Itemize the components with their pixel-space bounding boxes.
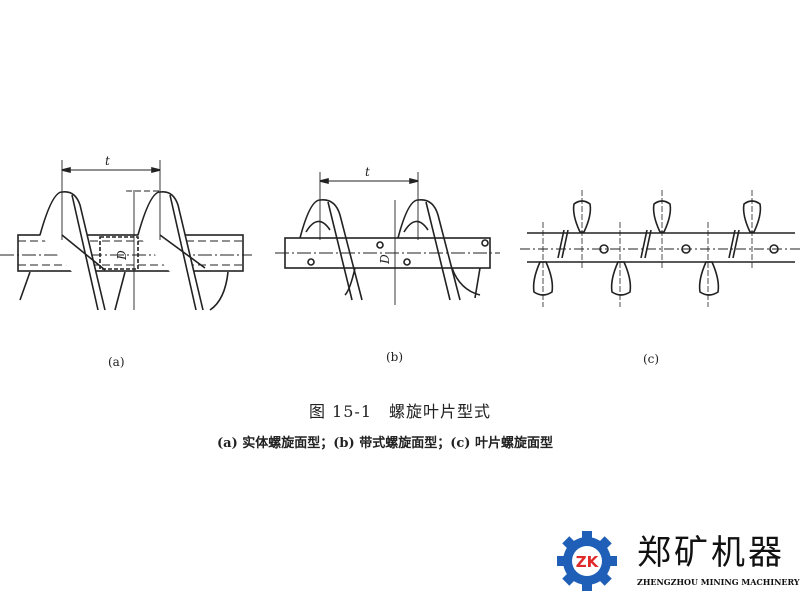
diagram-c-paddle-type <box>520 190 800 307</box>
figure-caption-title: 图 15-1 螺旋叶片型式 <box>308 402 492 421</box>
subfigure-label-a: (a) <box>108 355 125 369</box>
diagram-a-solid-helicoid <box>0 160 252 311</box>
pitch-label-a: t <box>105 154 110 168</box>
pitch-label-b: t <box>365 165 370 179</box>
diameter-label-a: D <box>114 250 129 260</box>
diagram-b-ribbon-helicoid <box>275 172 500 305</box>
paddles-upper <box>572 200 762 233</box>
logo-name-cn: 郑矿机器 <box>637 533 785 573</box>
subfigure-label-b: (b) <box>386 350 404 364</box>
logo-name-en: ZHENGZHOU MINING MACHINERY <box>637 577 800 587</box>
subfigure-label-c: (c) <box>643 352 660 366</box>
diameter-label-b: D <box>377 254 392 264</box>
paddles-lower <box>532 261 720 296</box>
gear-logo-icon: ZK <box>557 531 617 591</box>
figure-caption-subtitle: (a) 实体螺旋面型；(b) 带式螺旋面型；(c) 叶片螺旋面型 <box>217 436 553 451</box>
svg-text:ZK: ZK <box>576 553 600 571</box>
company-logo: ZK 郑矿机器 ZHENGZHOU MINING MACHINERY <box>555 530 800 592</box>
